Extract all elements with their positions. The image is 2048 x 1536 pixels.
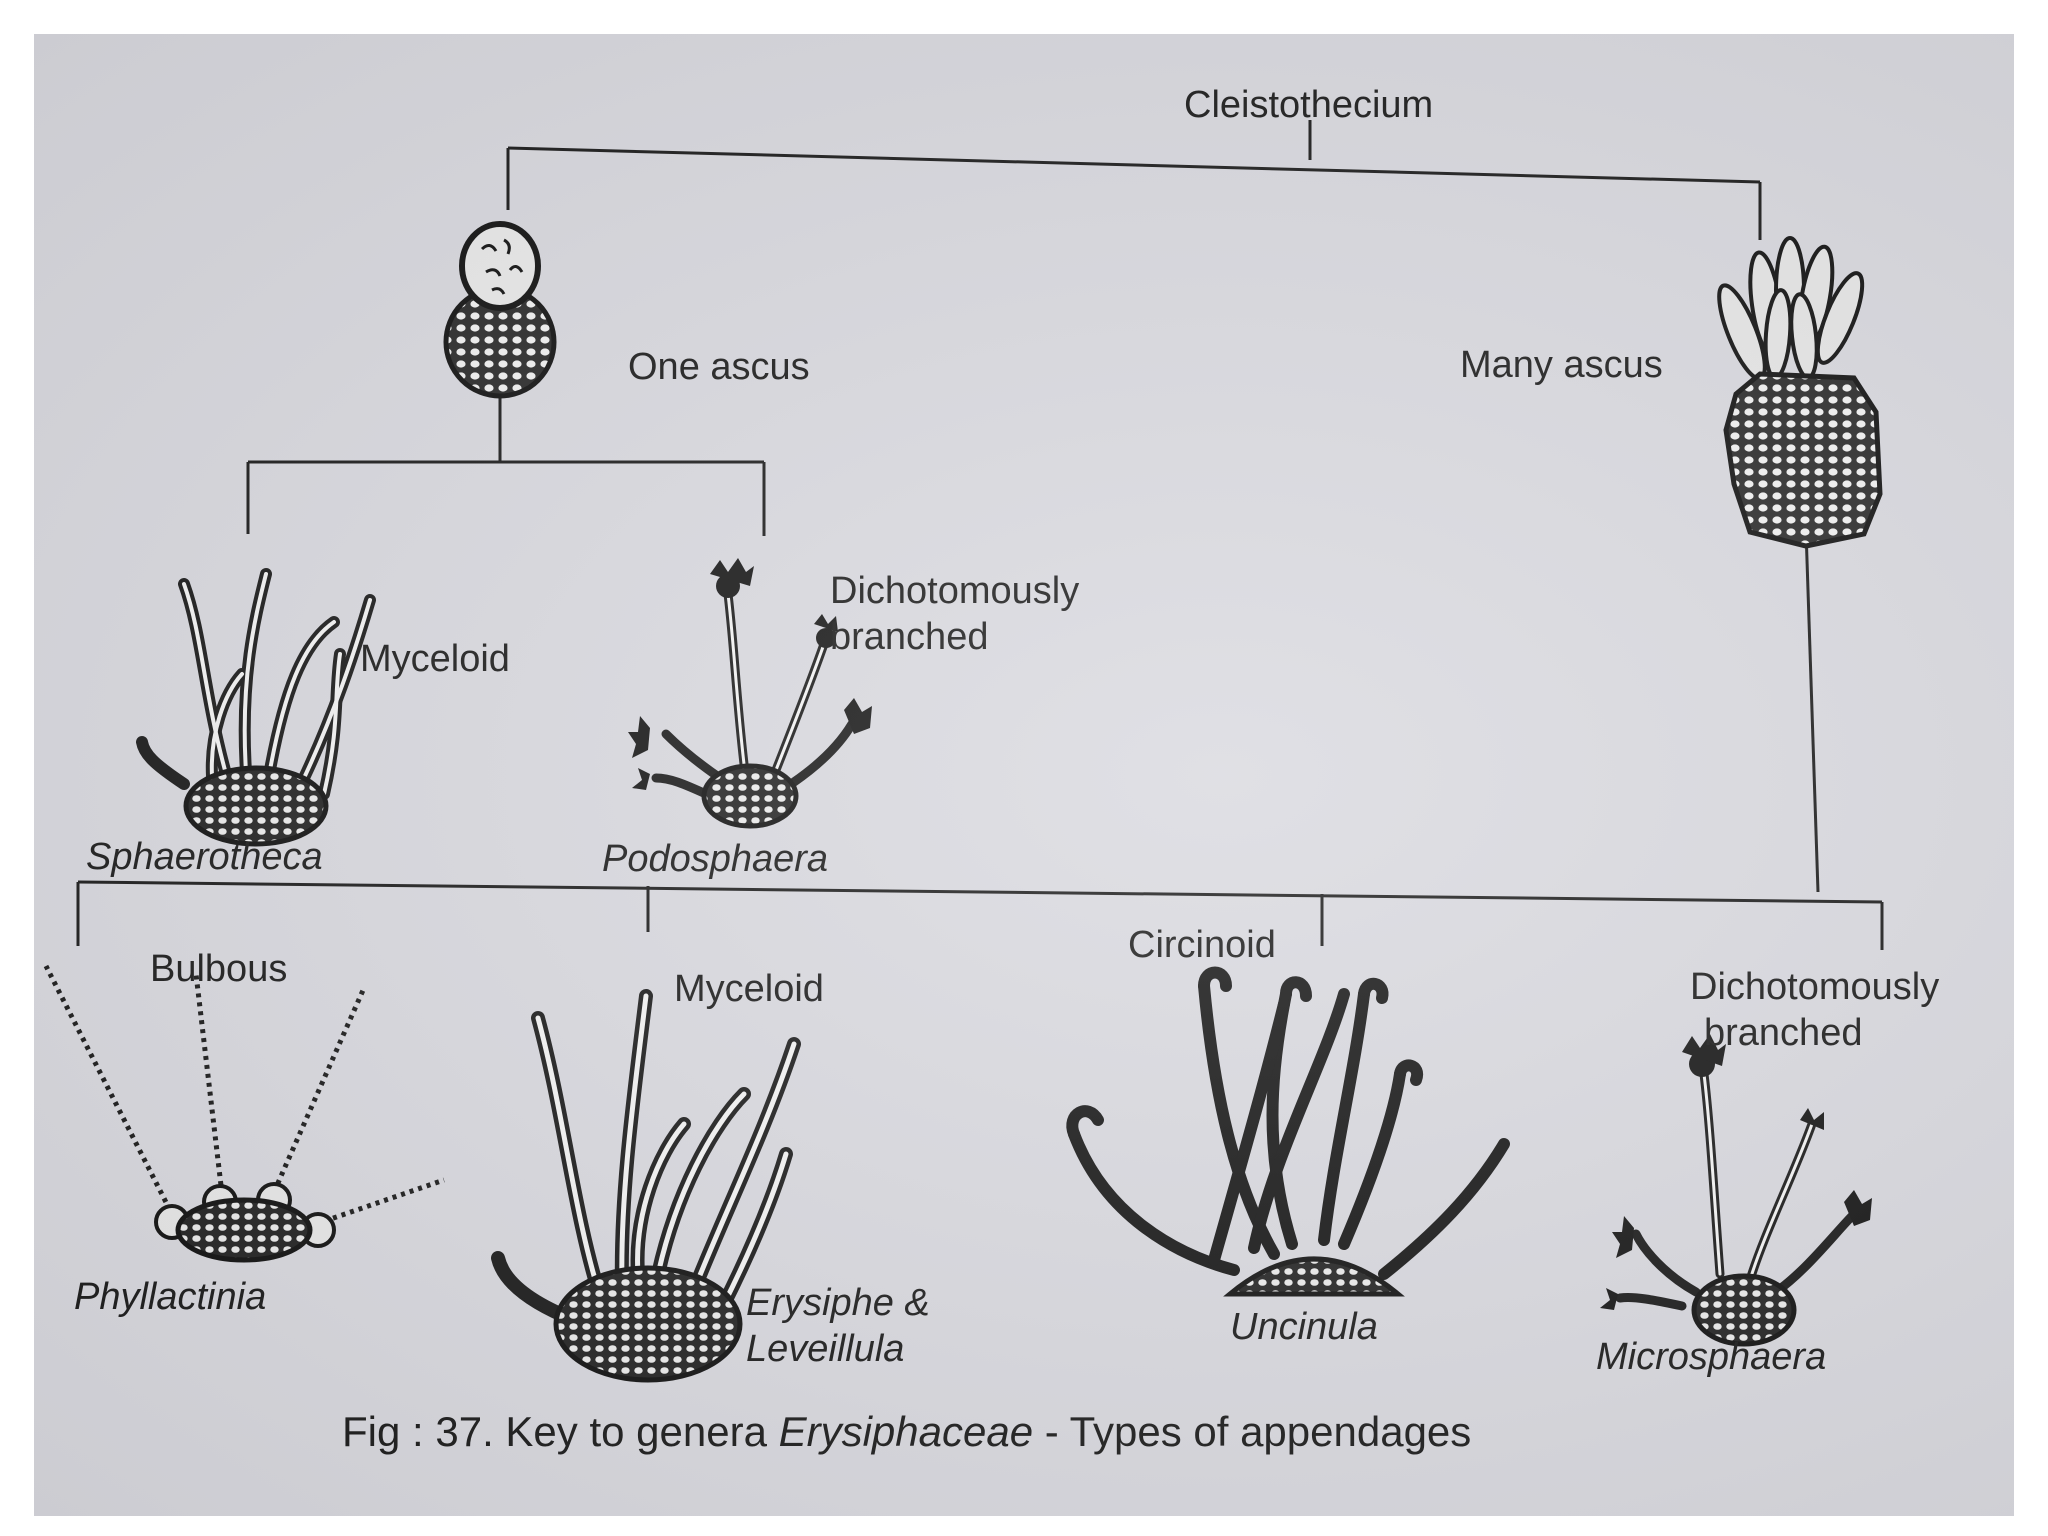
many-ascus-illustration bbox=[1717, 236, 1883, 549]
genus-erysiphe-line2: Leveillula bbox=[746, 1328, 905, 1370]
caption-italic: Erysiphaceae bbox=[778, 1408, 1034, 1455]
textbook-page: Cleistothecium One ascus Many ascus Myce… bbox=[34, 34, 2014, 1516]
dichotomous-label-2b: branched bbox=[1704, 1012, 1863, 1054]
erysiphe-illustration bbox=[491, 989, 801, 1383]
many-ascus-label: Many ascus bbox=[1460, 344, 1663, 386]
dichotomous-label-1b: branched bbox=[830, 616, 989, 658]
key-diagram bbox=[43, 120, 1884, 1383]
one-ascus-label: One ascus bbox=[628, 346, 810, 388]
genus-uncinula: Uncinula bbox=[1230, 1306, 1378, 1348]
dichotomous-label-2a: Dichotomously bbox=[1690, 966, 1940, 1008]
genus-podosphaera: Podosphaera bbox=[602, 838, 829, 880]
uncinula-illustration bbox=[1066, 966, 1510, 1297]
bulbous-label: Bulbous bbox=[150, 948, 288, 990]
caption-prefix: Fig : 37. Key to genera bbox=[342, 1408, 779, 1455]
one-ascus-illustration bbox=[443, 221, 557, 399]
phyllactinia-illustration bbox=[43, 964, 445, 1263]
circinoid-label: Circinoid bbox=[1128, 924, 1276, 966]
sphaerotheca-illustration bbox=[136, 568, 376, 847]
genus-phyllactinia: Phyllactinia bbox=[74, 1276, 267, 1318]
podosphaera-illustration bbox=[628, 558, 872, 829]
genus-microsphaera: Microsphaera bbox=[1596, 1336, 1827, 1378]
dichotomous-label-1a: Dichotomously bbox=[830, 570, 1080, 612]
genus-erysiphe-line1: Erysiphe & bbox=[746, 1282, 930, 1324]
myceloid-label-2: Myceloid bbox=[674, 968, 824, 1010]
myceloid-label-1: Myceloid bbox=[360, 638, 510, 680]
genus-sphaerotheca: Sphaerotheca bbox=[86, 836, 323, 878]
caption-suffix: - Types of appendages bbox=[1033, 1408, 1472, 1455]
connector-lines bbox=[76, 120, 1884, 950]
microsphaera-illustration bbox=[1600, 1034, 1872, 1347]
root-label: Cleistothecium bbox=[1184, 84, 1434, 126]
figure-caption: Fig : 37. Key to genera Erysiphaceae - T… bbox=[342, 1406, 1471, 1458]
